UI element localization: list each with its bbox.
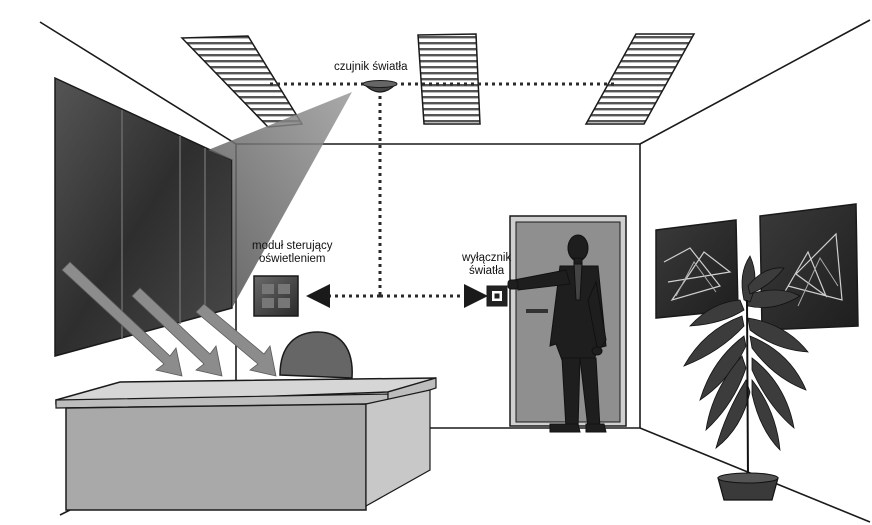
lighting-control-module — [254, 276, 298, 316]
control-module-label-line2: oświetleniem — [252, 253, 333, 266]
light-switch-label-line2: światła — [462, 265, 511, 278]
light-switch-label-line1: wyłącznik — [462, 252, 511, 265]
control-module-label-line1: moduł sterujący — [252, 240, 333, 253]
painting-right — [760, 204, 858, 330]
ceiling-light-center — [418, 34, 480, 124]
ceiling-light-left — [182, 36, 302, 127]
desk — [56, 332, 436, 510]
paintings — [656, 204, 858, 330]
light-sensor-label: czujnik światła — [334, 61, 408, 74]
ceiling-lights — [182, 34, 694, 127]
light-switch-label: wyłącznik światła — [462, 252, 511, 278]
ceiling-light-right — [586, 34, 694, 124]
light-sensor — [363, 81, 397, 93]
control-module-label: moduł sterujący oświetleniem — [252, 240, 333, 266]
light-switch — [487, 286, 507, 306]
